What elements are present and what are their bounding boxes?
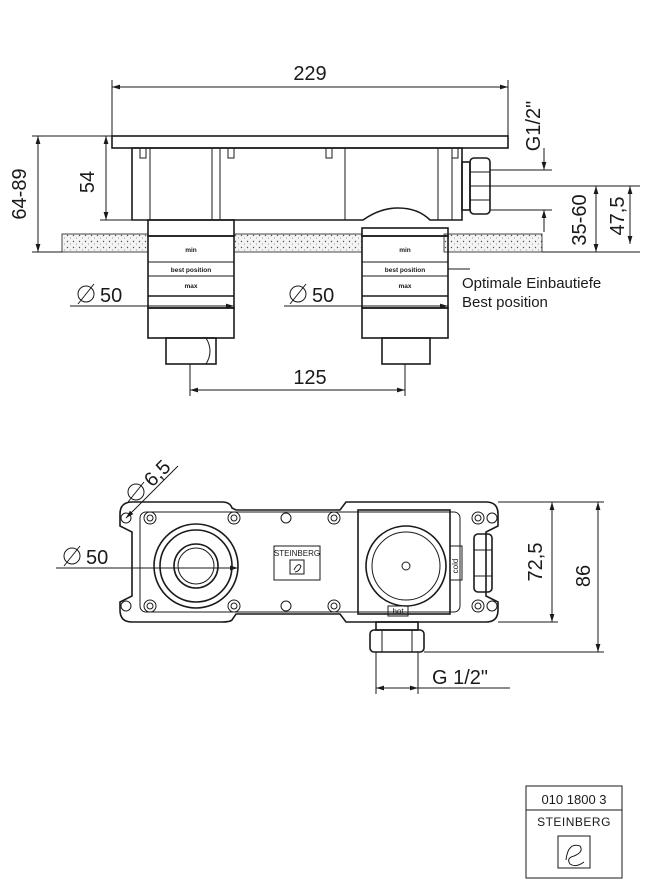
label-min-right: min [399, 247, 411, 254]
bottom-thread-dimension: G 1/2" [375, 652, 510, 694]
bottom-thread-label: G 1/2" [432, 667, 488, 689]
body-height-label: 54 [77, 171, 99, 193]
side-view: 229 [9, 63, 640, 396]
depth-dimensions: 72,5 86 [424, 501, 604, 653]
right-height-label: 47,5 [607, 197, 629, 236]
label-best-left: best position [171, 267, 211, 274]
total-label: 86 [573, 565, 595, 587]
height-range-label: 64-89 [9, 168, 31, 219]
label-max-right: max [398, 283, 411, 290]
top-plate-outline [119, 501, 499, 623]
spacing-label: 125 [293, 367, 326, 389]
plate-brand: STEINBERG [274, 549, 320, 558]
height-range-dimension: 64-89 [9, 135, 112, 253]
mounting-screws [120, 511, 498, 613]
brand-logo-icon [557, 835, 591, 869]
body-height-dimension: 54 [77, 136, 132, 221]
valve-housing [131, 147, 463, 221]
dia-left-label: 50 [100, 285, 122, 307]
diameter-right: 50 [284, 283, 448, 309]
diameter-left: 50 [70, 283, 234, 309]
label-max-left: max [184, 283, 197, 290]
depth-label: 72,5 [525, 543, 547, 582]
title-block: 010 1800 3 STEINBERG [525, 785, 623, 879]
top-dia-label: 50 [86, 547, 108, 569]
top-right-mixer: cold hot [357, 509, 493, 653]
label-min-left: min [185, 247, 197, 254]
top-left-outlet [153, 523, 239, 609]
note-line1: Optimale Einbautiefe [462, 275, 601, 292]
right-dimensions: G1/2" 35-60 47,5 [490, 101, 640, 253]
right-outlet: min best position max [361, 227, 449, 365]
note-line2: Best position [462, 294, 548, 311]
spacing-dimension: 125 [189, 364, 406, 396]
title-brand: STEINBERG [537, 815, 611, 829]
width-dimension: 229 [111, 63, 509, 136]
dia-right-label: 50 [312, 285, 334, 307]
hole-dim-label: 6,5 [140, 456, 175, 491]
hole-dimension: 6,5 [125, 456, 179, 519]
side-fitting [461, 157, 491, 215]
top-view: STEINBERG cold hot 6,5 [56, 456, 604, 694]
mounting-plate [111, 135, 509, 149]
label-hot: hot [392, 607, 404, 616]
width-dim-label: 229 [293, 63, 326, 85]
article-number: 010 1800 3 [541, 792, 606, 807]
wall-surface [61, 233, 149, 253]
label-best-right: best position [385, 267, 425, 274]
label-cold: cold [451, 559, 460, 574]
left-outlet: min best position max [147, 219, 235, 365]
range-label: 35-60 [569, 194, 591, 245]
plate-logo: STEINBERG [273, 545, 321, 581]
thread-label-side: G1/2" [523, 101, 545, 151]
top-diameter: 50 [56, 545, 238, 571]
